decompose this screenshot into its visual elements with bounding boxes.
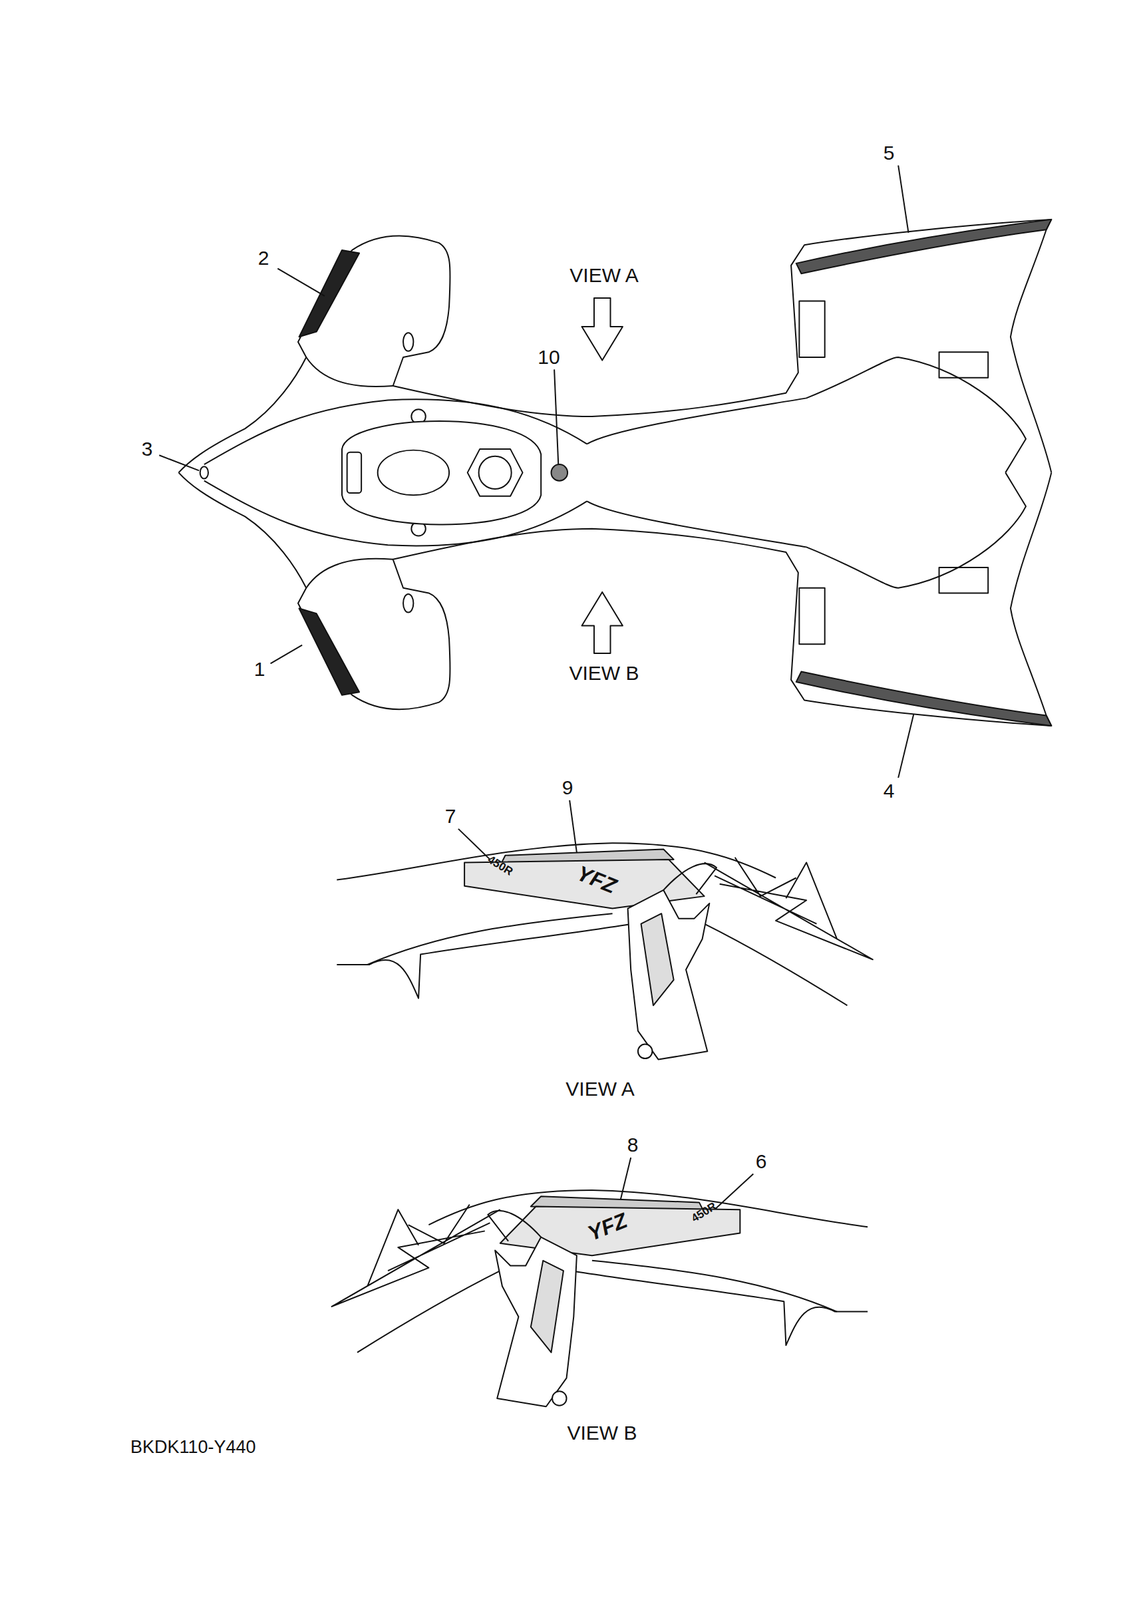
emblem bbox=[551, 464, 569, 482]
body-outline bbox=[178, 219, 1052, 474]
callout-number: 4 bbox=[883, 781, 895, 802]
leader-line bbox=[898, 165, 909, 233]
decal-strip bbox=[796, 219, 1052, 274]
callout-number: 3 bbox=[141, 439, 154, 460]
callout-number: 1 bbox=[254, 659, 266, 680]
view-arrow bbox=[582, 592, 623, 654]
leader-lines bbox=[159, 165, 914, 1211]
view-arrow bbox=[582, 298, 623, 361]
filler-opening bbox=[377, 450, 450, 496]
seat-panel bbox=[341, 421, 541, 525]
decal-patch bbox=[799, 301, 825, 358]
leader-line bbox=[277, 268, 325, 297]
leader-line bbox=[898, 714, 914, 778]
callout-number: 7 bbox=[445, 806, 457, 827]
fork-guard bbox=[628, 890, 710, 1060]
leader-line bbox=[620, 1157, 631, 1200]
emblem bbox=[200, 466, 209, 479]
callout-number: 5 bbox=[883, 143, 895, 163]
fender-spikes bbox=[704, 857, 873, 960]
view-label: VIEW B bbox=[566, 1423, 637, 1444]
body-line bbox=[306, 357, 393, 387]
view-label: VIEW B bbox=[568, 663, 639, 684]
body-line bbox=[367, 913, 613, 965]
leader-line bbox=[270, 645, 303, 664]
body-half bbox=[178, 219, 1052, 474]
view-label: VIEW A bbox=[569, 265, 639, 286]
decal-text: 450R bbox=[485, 853, 515, 878]
body-half bbox=[178, 472, 1052, 726]
figure-code: BKDK110-Y440 bbox=[130, 1438, 257, 1457]
fork-guard-panel bbox=[641, 913, 674, 1006]
callout-number: 6 bbox=[755, 1151, 768, 1172]
decal-strip bbox=[299, 250, 360, 337]
view-label: VIEW A bbox=[565, 1079, 635, 1100]
cap bbox=[479, 456, 512, 489]
callout-number: 9 bbox=[562, 777, 574, 798]
knob bbox=[638, 1044, 652, 1059]
callout-number: 10 bbox=[537, 347, 560, 368]
strut bbox=[663, 863, 717, 895]
callout-number: 2 bbox=[258, 248, 270, 269]
leader-line bbox=[554, 369, 559, 465]
decal-text: 450R bbox=[689, 1200, 718, 1225]
body-line bbox=[336, 924, 633, 999]
leader-line bbox=[159, 455, 199, 471]
mount-hole bbox=[403, 332, 414, 352]
decal-text: YFZ bbox=[584, 1209, 631, 1245]
cap-hex bbox=[467, 449, 523, 497]
slot bbox=[347, 452, 362, 493]
callout-number: 8 bbox=[627, 1134, 639, 1155]
body-line bbox=[704, 924, 848, 1006]
body-line bbox=[586, 357, 1026, 473]
side-view bbox=[331, 1190, 869, 1407]
decal-patch bbox=[939, 351, 989, 378]
decal-text: YFZ bbox=[574, 862, 620, 897]
drawing bbox=[159, 165, 1052, 1408]
side-view bbox=[336, 842, 873, 1060]
